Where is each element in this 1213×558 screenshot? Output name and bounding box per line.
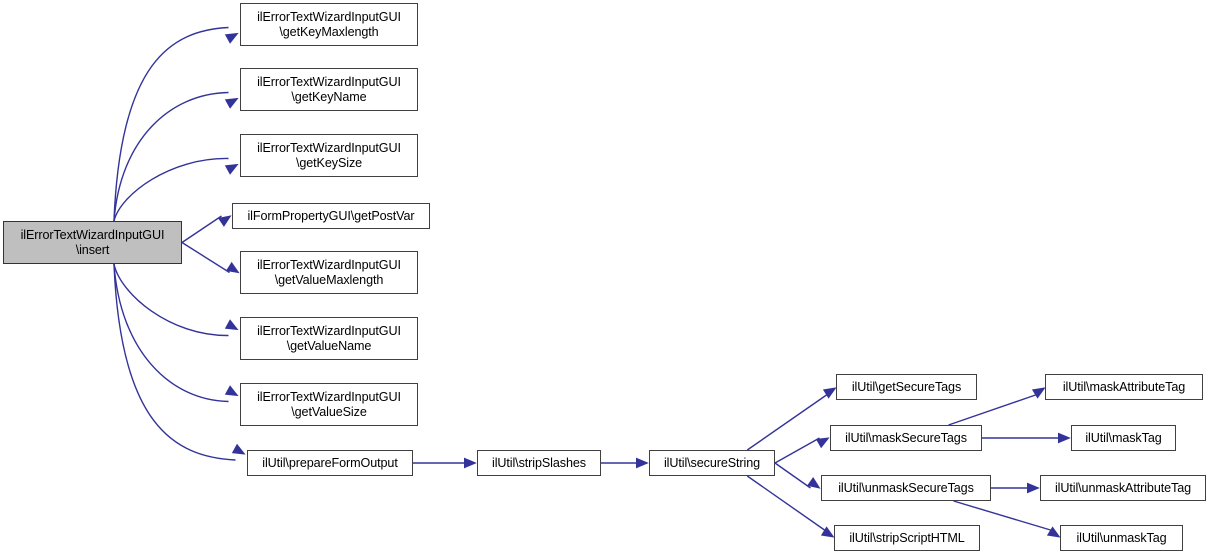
edge-insert-to-getKeySize-arrowhead: [224, 163, 239, 175]
graph-node-label: ilErrorTextWizardInputGUI \getValueMaxle…: [257, 258, 401, 287]
edge-maskSecureTags-to-maskTag-arrowhead: [1058, 432, 1071, 444]
graph-node-maskSecureTags[interactable]: ilUtil\maskSecureTags: [830, 425, 982, 451]
graph-node-getSecureTags[interactable]: ilUtil\getSecureTags: [836, 374, 977, 400]
graph-node-unmaskAttributeTag[interactable]: ilUtil\unmaskAttributeTag: [1040, 475, 1206, 501]
graph-node-label: ilErrorTextWizardInputGUI \getValueName: [257, 324, 401, 353]
graph-node-label: ilUtil\unmaskAttributeTag: [1054, 480, 1192, 495]
graph-node-label: ilUtil\maskSecureTags: [845, 430, 967, 445]
graph-node-getValueSize[interactable]: ilErrorTextWizardInputGUI \getValueSize: [240, 383, 418, 426]
graph-node-label: ilUtil\stripSlashes: [492, 455, 586, 470]
edge-stripSlashes-to-secureString-arrowhead: [636, 457, 649, 469]
edge-insert-to-getValueMaxlength: [181, 241, 230, 274]
graph-node-maskTag[interactable]: ilUtil\maskTag: [1071, 425, 1176, 451]
edge-insert-to-getKeySize: [113, 157, 229, 222]
edge-insert-to-getKeyName-arrowhead: [224, 97, 239, 109]
graph-node-label: ilErrorTextWizardInputGUI \getKeySize: [257, 141, 401, 170]
graph-node-getValueMaxlength[interactable]: ilErrorTextWizardInputGUI \getValueMaxle…: [240, 251, 418, 294]
edge-unmaskSecureTags-to-unmaskTag-arrowhead: [1046, 526, 1061, 538]
graph-node-label: ilUtil\maskAttributeTag: [1062, 379, 1186, 394]
edge-secureString-to-maskSecureTags: [774, 437, 820, 464]
graph-node-prepareFormOutput[interactable]: ilUtil\prepareFormOutput: [247, 450, 413, 476]
graph-node-label: ilUtil\prepareFormOutput: [262, 455, 398, 470]
graph-node-label: ilErrorTextWizardInputGUI \getKeyName: [257, 75, 401, 104]
graph-node-label: ilErrorTextWizardInputGUI \getValueSize: [257, 390, 401, 419]
graph-node-label: ilUtil\stripScriptHTML: [849, 530, 965, 545]
graph-node-insert: ilErrorTextWizardInputGUI \insert: [3, 221, 182, 264]
edge-maskSecureTags-to-maskAttributeTag: [948, 394, 1036, 426]
graph-node-getPostVar[interactable]: ilFormPropertyGUI\getPostVar: [232, 203, 430, 229]
graph-node-secureString[interactable]: ilUtil\secureString: [649, 450, 775, 476]
graph-node-label: ilUtil\secureString: [663, 455, 761, 470]
graph-node-label: ilFormPropertyGUI\getPostVar: [247, 208, 415, 223]
edge-insert-to-prepareFormOutput-arrowhead: [231, 443, 246, 455]
graph-node-getKeySize[interactable]: ilErrorTextWizardInputGUI \getKeySize: [240, 134, 418, 177]
edge-secureString-to-stripScriptHTML: [746, 475, 825, 531]
graph-node-unmaskTag[interactable]: ilUtil\unmaskTag: [1060, 525, 1183, 551]
edge-secureString-to-unmaskSecureTags-arrowhead: [807, 477, 821, 489]
edge-insert-to-getValueName-arrowhead: [224, 319, 239, 331]
edge-secureString-to-stripScriptHTML-arrowhead: [820, 526, 835, 538]
graph-node-getKeyMaxlength[interactable]: ilErrorTextWizardInputGUI \getKeyMaxleng…: [240, 3, 418, 46]
edge-insert-to-getKeyMaxlength: [113, 26, 229, 222]
edge-secureString-to-maskSecureTags-arrowhead: [815, 437, 830, 449]
edge-maskSecureTags-to-maskAttributeTag-arrowhead: [1031, 387, 1046, 399]
graph-node-label: ilErrorTextWizardInputGUI \insert: [20, 228, 165, 257]
edge-insert-to-getValueMaxlength-arrowhead: [225, 261, 240, 274]
graph-node-label: ilErrorTextWizardInputGUI \getKeyMaxleng…: [257, 10, 401, 39]
graph-node-maskAttributeTag[interactable]: ilUtil\maskAttributeTag: [1045, 374, 1203, 400]
edge-unmaskSecureTags-to-unmaskTag: [953, 500, 1051, 531]
edge-insert-to-getValueSize-arrowhead: [224, 385, 239, 397]
graph-node-getValueName[interactable]: ilErrorTextWizardInputGUI \getValueName: [240, 317, 418, 360]
graph-node-label: ilUtil\maskTag: [1085, 430, 1162, 445]
graph-node-label: ilUtil\unmaskSecureTags: [838, 480, 974, 495]
edge-insert-to-getPostVar: [181, 215, 222, 244]
edge-insert-to-getKeyName: [113, 91, 229, 222]
edge-secureString-to-getSecureTags: [746, 394, 827, 451]
edge-insert-to-getPostVar-arrowhead: [217, 215, 232, 227]
edge-unmaskSecureTags-to-unmaskAttributeTag-arrowhead: [1027, 482, 1040, 494]
edge-secureString-to-getSecureTags-arrowhead: [822, 387, 837, 399]
edge-secureString-to-unmaskSecureTags: [774, 462, 811, 489]
edge-insert-to-getValueSize: [113, 263, 229, 403]
graph-node-label: ilUtil\getSecureTags: [851, 379, 962, 394]
graph-node-unmaskSecureTags[interactable]: ilUtil\unmaskSecureTags: [821, 475, 991, 501]
edge-insert-to-prepareFormOutput: [113, 263, 236, 461]
graph-node-label: ilUtil\unmaskTag: [1076, 530, 1167, 545]
graph-node-stripScriptHTML[interactable]: ilUtil\stripScriptHTML: [834, 525, 980, 551]
edge-prepareFormOutput-to-stripSlashes-arrowhead: [464, 457, 477, 469]
graph-node-getKeyName[interactable]: ilErrorTextWizardInputGUI \getKeyName: [240, 68, 418, 111]
edge-insert-to-getKeyMaxlength-arrowhead: [224, 32, 239, 44]
graph-node-stripSlashes[interactable]: ilUtil\stripSlashes: [477, 450, 601, 476]
edge-insert-to-getValueName: [113, 263, 229, 337]
